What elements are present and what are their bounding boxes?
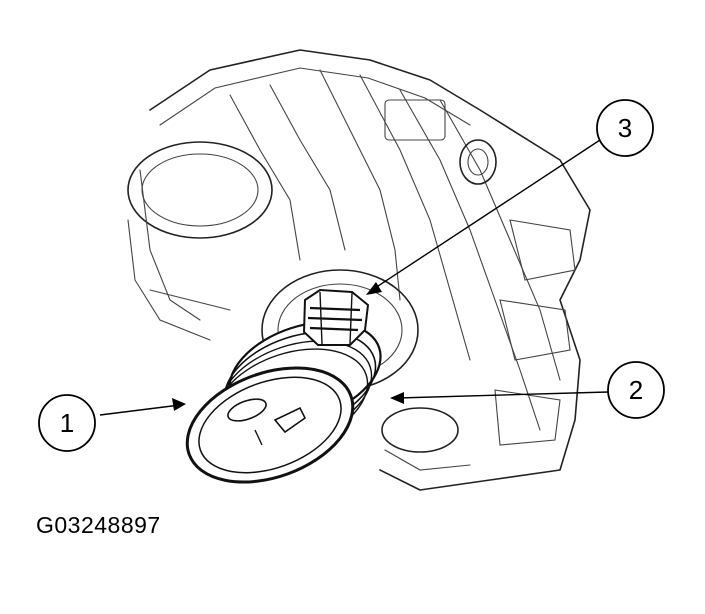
engine-block-illustration bbox=[127, 49, 591, 491]
crankshaft-bolt bbox=[302, 288, 370, 346]
callout-3: 3 bbox=[596, 99, 654, 157]
crankshaft-pulley bbox=[185, 366, 355, 484]
callout-label-1: 1 bbox=[60, 408, 74, 438]
callout-2: 2 bbox=[607, 361, 665, 419]
callout-label-3: 3 bbox=[618, 113, 632, 143]
callout-1: 1 bbox=[38, 394, 96, 452]
callout-label-2: 2 bbox=[629, 375, 643, 405]
figure-id: G03248897 bbox=[36, 512, 161, 538]
callout-leaders bbox=[99, 139, 609, 416]
